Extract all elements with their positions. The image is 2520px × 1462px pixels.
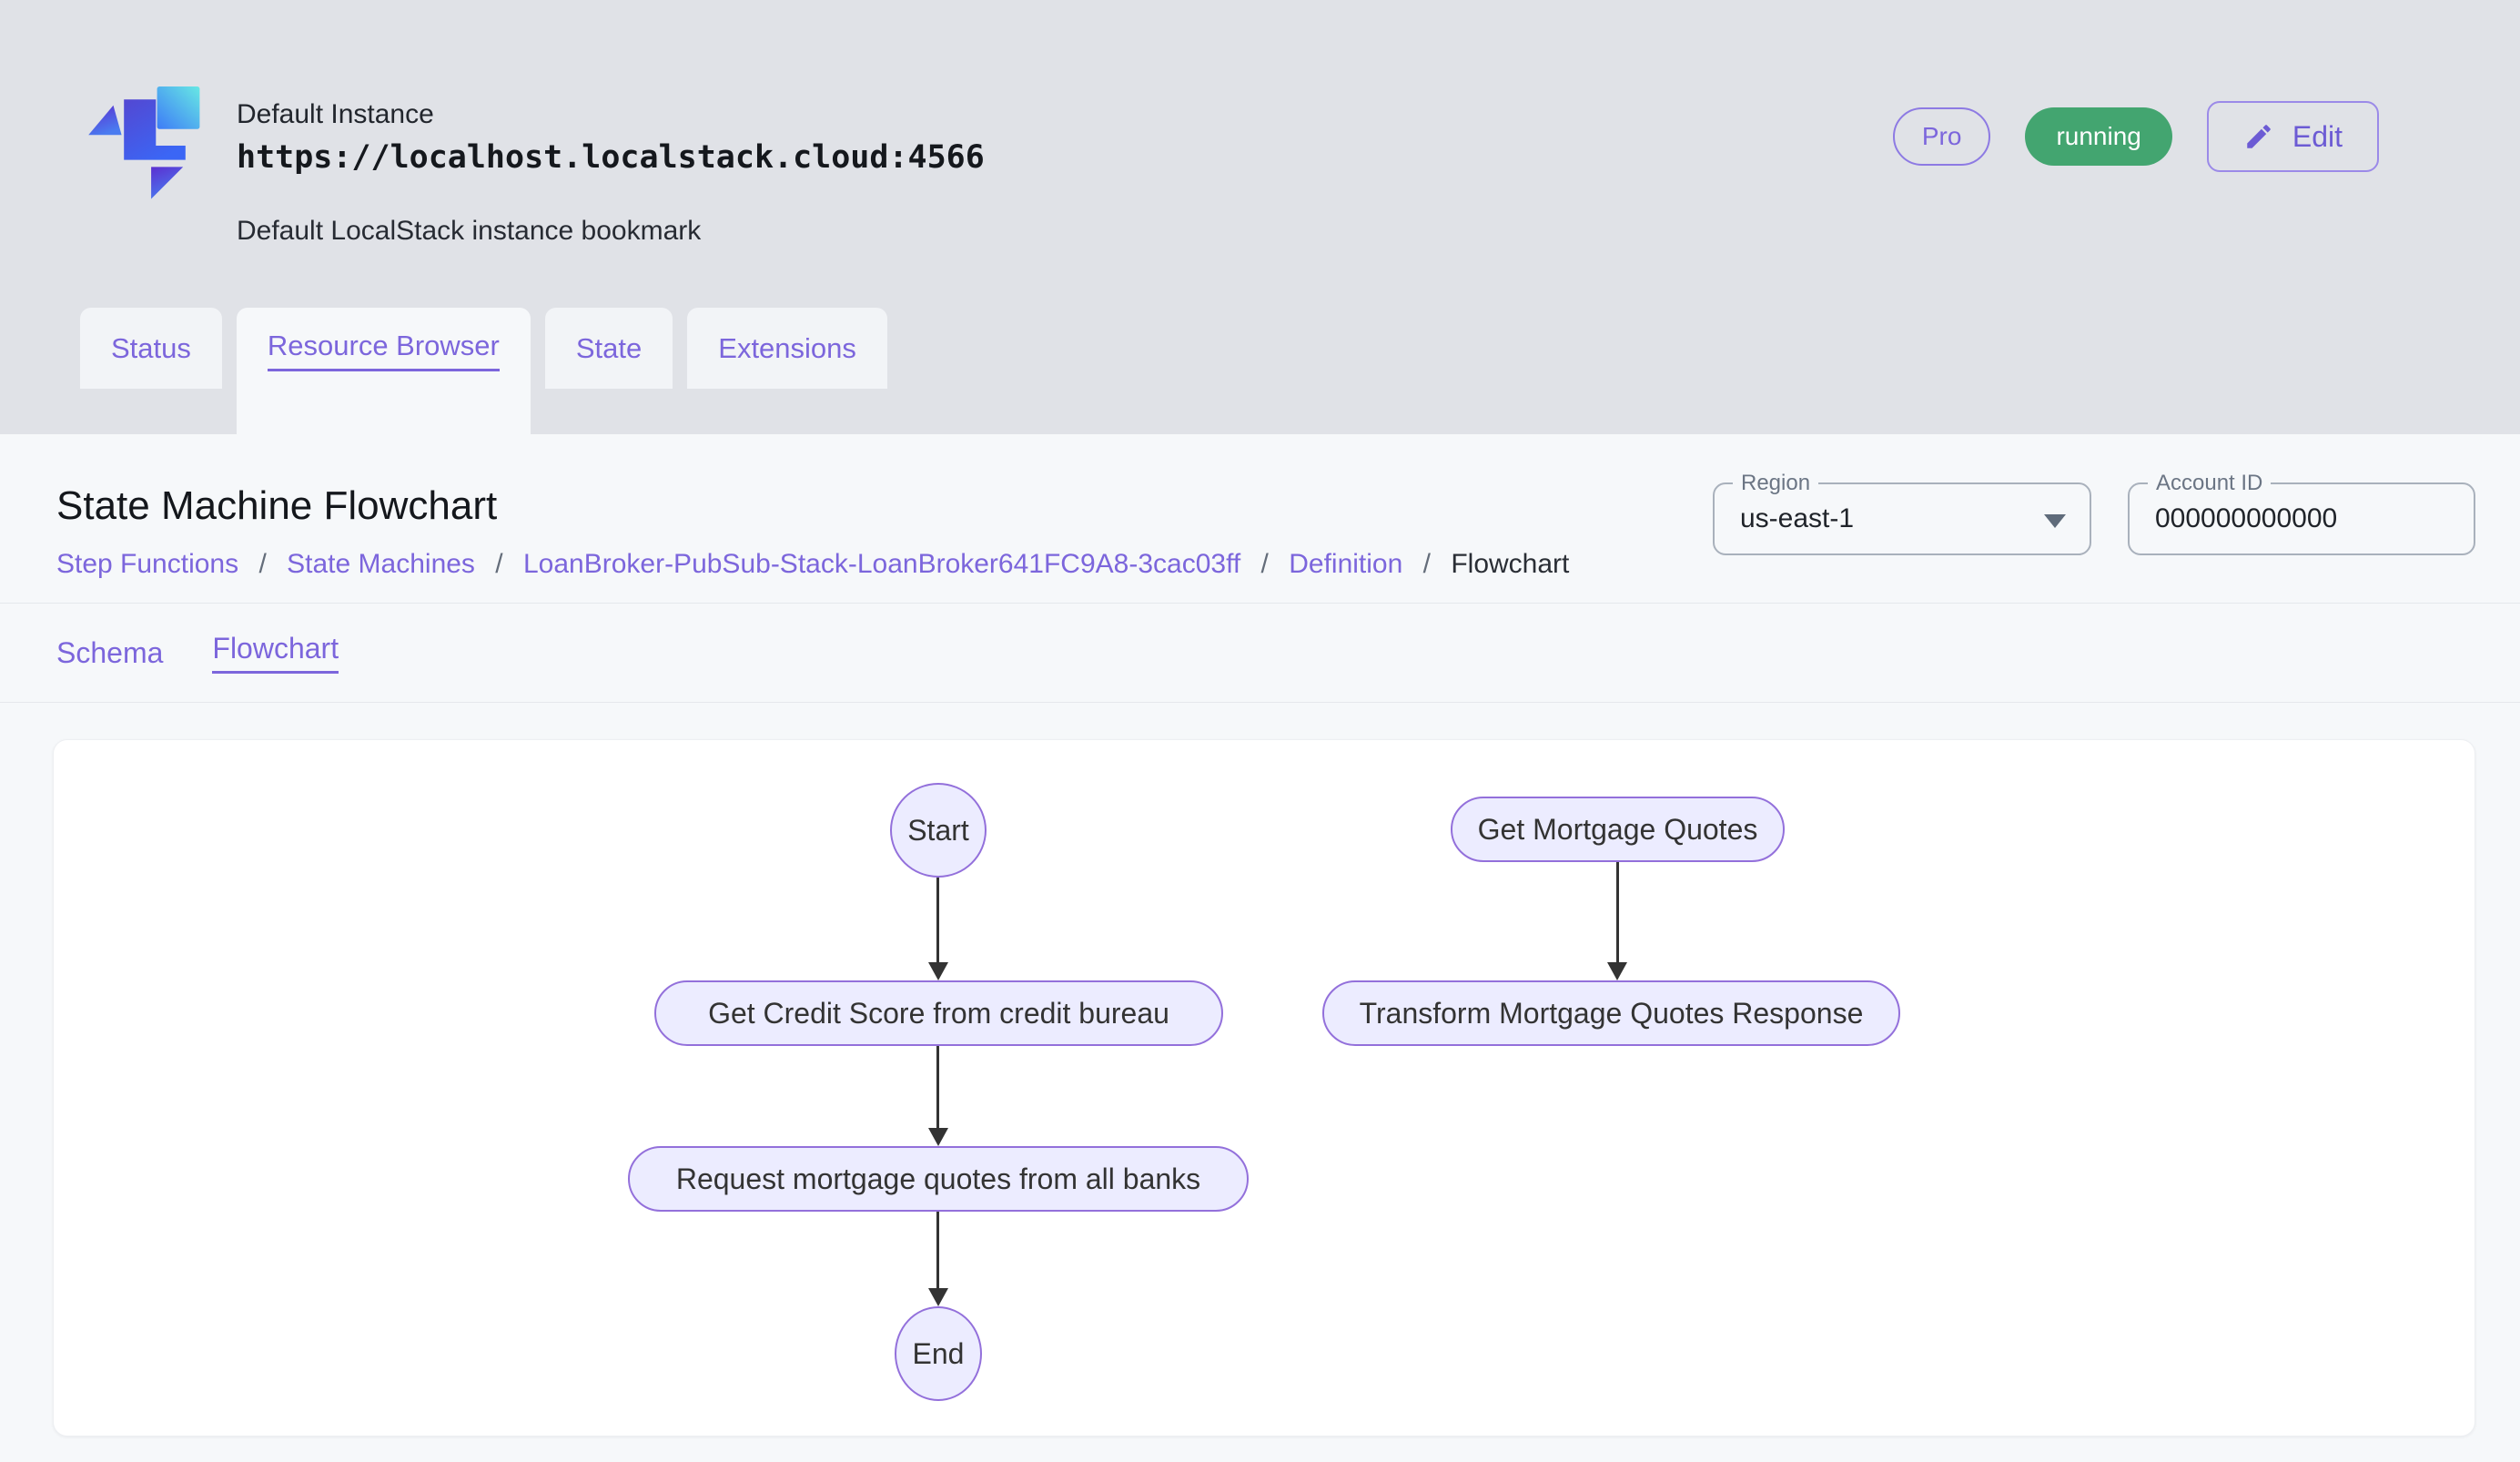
breadcrumb-state-machines[interactable]: State Machines (287, 549, 475, 579)
edge-credit-request (936, 1046, 939, 1130)
edge-quotes-transform (1616, 862, 1619, 964)
flowchart-node-get-credit-score: Get Credit Score from credit bureau (654, 980, 1223, 1046)
edit-button[interactable]: Edit (2206, 101, 2379, 172)
pencil-icon (2247, 125, 2271, 148)
localstack-logo-icon (88, 86, 200, 199)
arrowhead-icon (1607, 962, 1627, 980)
chevron-down-icon (2044, 514, 2066, 528)
account-id-field: Account ID (2128, 471, 2475, 555)
edge-request-end (936, 1212, 939, 1290)
instance-header: Default Instance https://localhost.local… (0, 0, 2520, 247)
edit-button-label: Edit (2292, 119, 2343, 153)
main-tabs: Status Resource Browser State Extensions (0, 308, 2520, 453)
subtab-schema[interactable]: Schema (56, 635, 164, 669)
flowchart-node-start: Start (890, 783, 987, 878)
tab-state[interactable]: State (544, 308, 673, 389)
breadcrumb: Step Functions / State Machines / LoanBr… (56, 549, 1569, 580)
account-id-label: Account ID (2148, 471, 2272, 496)
arrowhead-icon (928, 962, 948, 980)
breadcrumb-separator: / (258, 549, 267, 579)
pro-badge: Pro (1892, 107, 1991, 166)
definition-subtabs: Schema Flowchart (0, 604, 2520, 703)
flowchart-node-request-quotes: Request mortgage quotes from all banks (628, 1146, 1249, 1212)
breadcrumb-separator: / (1422, 549, 1431, 579)
panel-header: State Machine Flowchart Step Functions /… (0, 434, 2520, 604)
page-title: State Machine Flowchart (56, 483, 498, 528)
region-label: Region (1733, 471, 1819, 496)
breadcrumb-step-functions[interactable]: Step Functions (56, 549, 239, 579)
tab-resource-browser[interactable]: Resource Browser (236, 308, 531, 453)
edge-start-credit (936, 878, 939, 964)
instance-url: https://localhost.localstack.cloud:4566 (237, 139, 985, 176)
flowchart-node-end: End (895, 1306, 982, 1401)
flowchart-node-get-mortgage-quotes: Get Mortgage Quotes (1451, 797, 1785, 862)
tab-extensions[interactable]: Extensions (687, 308, 887, 389)
resource-browser-panel: State Machine Flowchart Step Functions /… (0, 434, 2520, 1462)
region-select[interactable]: Region us-east-1 (1713, 471, 2091, 555)
breadcrumb-separator: / (495, 549, 503, 579)
status-badge: running (2025, 107, 2172, 166)
flowchart-card: Start Get Credit Score from credit burea… (53, 739, 2475, 1437)
region-value: us-east-1 (1740, 503, 1855, 533)
breadcrumb-separator: / (1260, 549, 1269, 579)
subtab-flowchart[interactable]: Flowchart (212, 632, 339, 674)
flowchart-node-transform-response: Transform Mortgage Quotes Response (1322, 980, 1900, 1046)
arrowhead-icon (928, 1288, 948, 1306)
breadcrumb-definition[interactable]: Definition (1289, 549, 1403, 579)
instance-name: Default Instance (237, 99, 434, 129)
breadcrumb-state-machine-name[interactable]: LoanBroker-PubSub-Stack-LoanBroker641FC9… (522, 549, 1241, 579)
instance-description: Default LocalStack instance bookmark (237, 216, 702, 246)
arrowhead-icon (928, 1128, 948, 1146)
breadcrumb-current: Flowchart (1451, 549, 1570, 579)
tab-status[interactable]: Status (80, 308, 222, 389)
